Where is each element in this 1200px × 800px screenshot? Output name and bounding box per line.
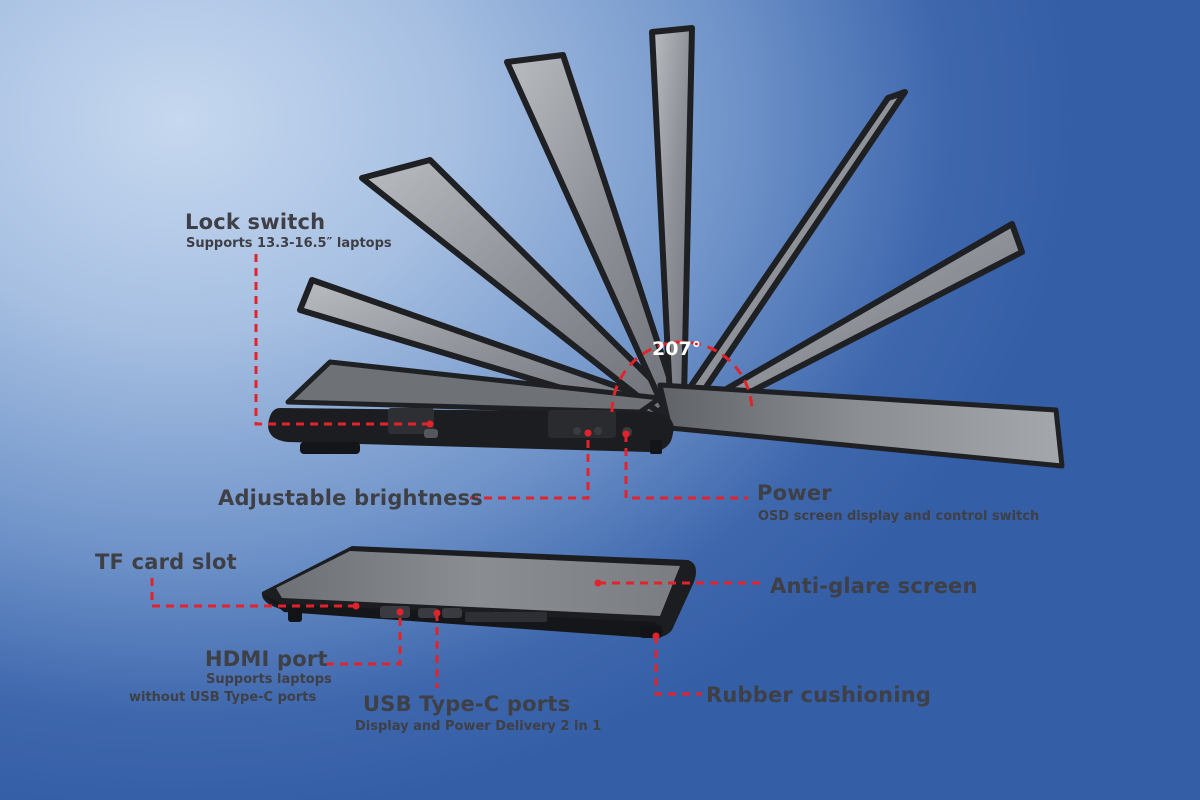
usb-type-c-title: USB Type-C ports [363, 692, 571, 716]
tf-card-dot [352, 602, 360, 610]
usb-dot [433, 609, 441, 617]
screen-panel-base [285, 359, 663, 415]
monitor-side-view [261, 546, 696, 638]
leader-lock-switch [254, 254, 430, 426]
power-title: Power [757, 481, 832, 505]
brightness-dot [584, 429, 592, 437]
leader-rubber-cushioning [654, 636, 702, 696]
leader-adjustable-brightness [470, 433, 590, 500]
hdmi-port-subtitle-line1: Supports laptops [206, 672, 332, 687]
leader-hdmi-port [326, 612, 402, 666]
rubber-cushioning-title: Rubber cushioning [706, 683, 932, 707]
power-subtitle: OSD screen display and control switch [758, 509, 1040, 524]
screen-panel-flat [657, 382, 1065, 469]
power-dot [622, 430, 630, 438]
lock-switch-subtitle: Supports 13.3-16.5″ laptops [186, 236, 392, 251]
screen-panel-fan [285, 25, 1065, 469]
angle-arc [610, 340, 754, 413]
angle-label: 207° [652, 338, 702, 360]
callout-dots [352, 420, 660, 640]
hdmi-port-title: HDMI port [205, 647, 328, 671]
monitor-base-top [268, 408, 674, 454]
tf-card-slot-title: TF card slot [95, 550, 237, 574]
adjustable-brightness-title: Adjustable brightness [218, 486, 483, 510]
leader-power [624, 434, 748, 500]
anti-glare-screen-title: Anti-glare screen [770, 574, 978, 598]
rubber-dot [652, 632, 660, 640]
lock-switch-title: Lock switch [185, 210, 326, 234]
lock-switch-dot [426, 420, 434, 428]
hdmi-port-subtitle-line2: without USB Type-C ports [129, 690, 317, 705]
screen-dot [594, 579, 602, 587]
leader-tf-card-slot [150, 578, 356, 608]
callout-leaders [150, 254, 762, 696]
usb-type-c-subtitle: Display and Power Delivery 2 in 1 [355, 719, 602, 734]
hdmi-dot [396, 608, 404, 616]
